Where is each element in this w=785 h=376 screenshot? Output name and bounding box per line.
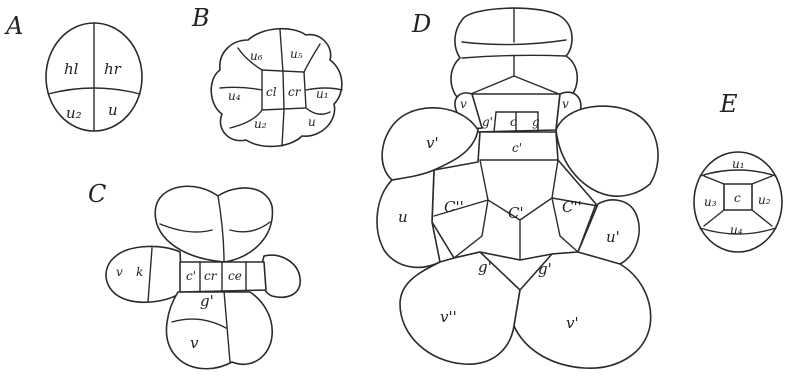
panel-e: E u₁ u₃ c u₂ u₄	[694, 90, 782, 252]
panel-d-label: g'	[538, 260, 552, 278]
panel-d-label: u'	[606, 228, 620, 246]
panel-d-label: g	[532, 115, 540, 129]
panel-d-label: g'	[478, 258, 492, 276]
panel-b-line	[283, 72, 284, 109]
panel-c-label: k	[136, 265, 143, 279]
panel-b-label: u₅	[290, 47, 303, 61]
panel-a-label-hl: hl	[64, 60, 79, 78]
panel-d-label: g'	[482, 115, 493, 129]
panel-c-label: g'	[200, 292, 214, 310]
panel-b-label: cl	[266, 85, 277, 99]
panel-e-letter: E	[719, 90, 738, 118]
panel-b-label: u₄	[228, 89, 241, 103]
panel-d-label: C''	[562, 198, 582, 216]
panel-d-bottom-left-cell	[400, 252, 520, 364]
panel-d-label: v'	[426, 134, 439, 152]
panel-a: A hl hr u₂ u	[4, 12, 142, 131]
panel-d-bottom-right-cell	[514, 252, 651, 368]
panel-d-label: v	[460, 97, 467, 111]
panel-c-label: v	[190, 334, 199, 352]
panel-d-left-middle-cell	[377, 170, 440, 267]
panel-c-right-lobe	[261, 255, 300, 297]
panel-e-label: u₄	[730, 223, 743, 237]
panel-d-label: c	[510, 115, 517, 129]
panel-b-letter: B	[191, 4, 210, 32]
panel-c-label: cr	[204, 269, 218, 283]
panel-d-label: v'	[566, 314, 579, 332]
panel-d-label: c'	[512, 141, 522, 155]
panel-a-letter: A	[4, 12, 23, 40]
panel-d-label: C'	[508, 204, 524, 222]
panel-e-label: c	[734, 191, 741, 205]
panel-d-label: v	[562, 97, 569, 111]
panel-e-label: u₁	[732, 157, 745, 171]
panel-b: B u₆ u₅ u₄ cl cr u₁ u₂ u	[191, 4, 342, 146]
panel-b-label: cr	[288, 85, 302, 99]
panel-e-label: u₃	[704, 195, 717, 209]
panel-c-letter: C	[88, 180, 106, 208]
panel-c-lower-lobes	[166, 292, 272, 369]
panel-c-label: v	[116, 265, 123, 279]
panel-b-label: u₁	[316, 87, 329, 101]
panel-e-label: u₂	[758, 193, 771, 207]
panel-b-label: u₆	[250, 49, 263, 63]
panel-d-label: v''	[440, 308, 457, 326]
panel-d: D v	[377, 8, 658, 368]
panel-d-label: C''	[444, 198, 464, 216]
panel-a-label-u2: u₂	[66, 104, 82, 122]
panel-a-label-u: u	[108, 101, 118, 119]
panel-c-label: c'	[186, 269, 196, 283]
panel-c: C v k c' cr ce g' v	[88, 180, 300, 369]
panel-d-label: u	[398, 208, 408, 226]
panel-b-label: u	[308, 115, 316, 129]
panel-a-label-hr: hr	[104, 60, 122, 78]
panel-d-letter: D	[411, 10, 431, 38]
panel-b-label: u₂	[254, 117, 267, 131]
panel-c-label: ce	[228, 269, 242, 283]
